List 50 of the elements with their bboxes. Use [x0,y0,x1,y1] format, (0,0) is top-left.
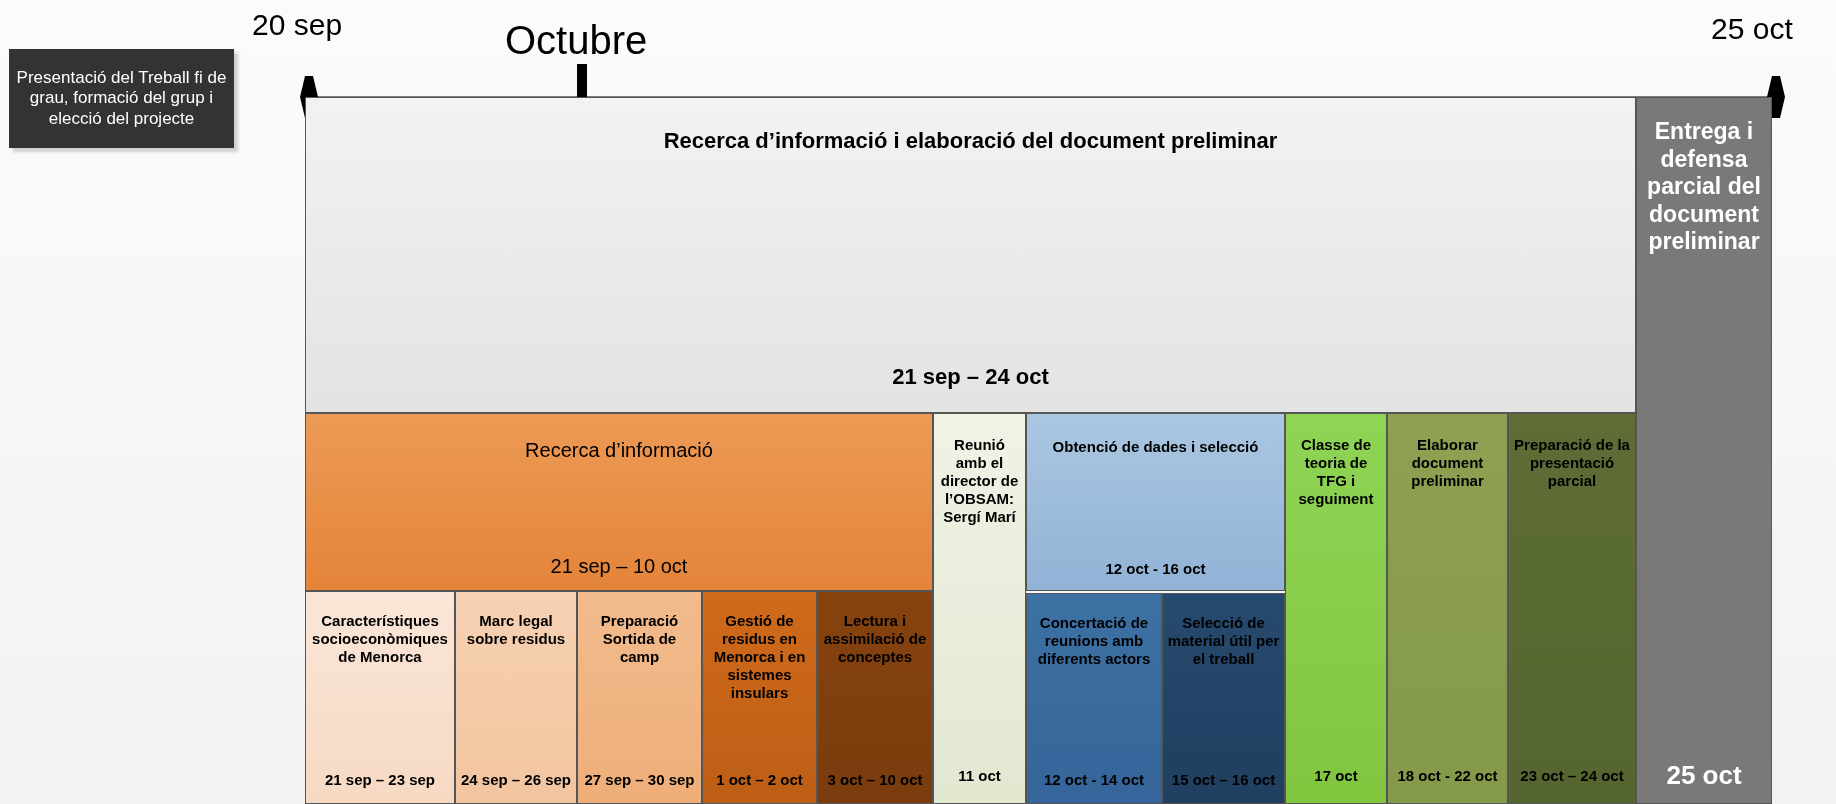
task-name: Entrega i defensa parcial del document preliminar [1646,118,1762,256]
date-range: 15 oct – 16 oct [1171,771,1276,789]
date-range: 12 oct - 14 oct [1043,771,1144,789]
task-bar [305,413,933,591]
task-bar [1508,413,1636,804]
task-name: Preparació de la presentació parcial [1513,436,1631,490]
task-name: Gestió de residus en Menorca i en sistemes insulars [712,612,807,702]
task-bar [1162,593,1285,804]
task-name: Característiques socioeconòmiques de Menorca [311,612,449,666]
task-name: Obtenció de dades i selecció [1052,438,1259,456]
task-name: Lectura i assimilació de conceptes [822,612,928,666]
task-name: Reunió amb el director de l’OBSAM: Sergí Marí [939,436,1020,526]
task-name: Recerca d’informació [525,438,713,462]
task-name: Preparació Sortida de camp [599,612,680,666]
task-bar [817,591,933,804]
date-range: 12 oct - 16 oct [1105,560,1206,578]
task-name: Selecció de material útil per el treball [1167,614,1280,668]
task-bar [1285,413,1387,804]
date-range: 25 oct [1666,759,1742,791]
date-range: 1 oct – 2 oct [716,771,803,789]
date-range: 21 sep – 10 oct [550,554,688,578]
task-bar [1026,593,1162,804]
task-bar [1636,97,1772,804]
date-range: 21 sep – 23 sep [324,771,436,789]
task-name: Concertació de reunions amb diferents actors [1036,614,1152,668]
task-bar [702,591,817,804]
task-name: Marc legal sobre residus [465,612,567,648]
date-range: 24 sep – 26 sep [460,771,572,789]
date-label: 20 sep [252,8,343,41]
date-range: 23 oct – 24 oct [1520,767,1624,785]
note-text: Presentació del Treball fi de grau, formació del grup i elecció del projecte [15,67,228,130]
task-bar [455,591,577,804]
date-range: 17 oct [1314,767,1358,785]
task-bar [933,413,1026,804]
note-box [9,49,234,148]
task-name: Classe de teoria de TFG i seguiment [1297,436,1375,508]
date-range: 3 oct – 10 oct [827,771,923,789]
task-name: Recerca d’informació i elaboració del document preliminar [663,128,1278,155]
date-range: 27 sep – 30 sep [584,771,695,789]
task-name: Elaborar document preliminar [1410,436,1485,490]
date-range: 18 oct - 22 oct [1397,767,1498,785]
task-bar [1387,413,1508,804]
task-bar [305,591,455,804]
task-bar [305,97,1636,413]
month-label: Octubre [505,18,648,62]
date-range: 11 oct [958,767,1001,785]
task-bar [577,591,702,804]
date-label: 25 oct [1711,12,1793,45]
date-range: 21 sep – 24 oct [892,363,1049,390]
task-bar [1026,413,1285,591]
